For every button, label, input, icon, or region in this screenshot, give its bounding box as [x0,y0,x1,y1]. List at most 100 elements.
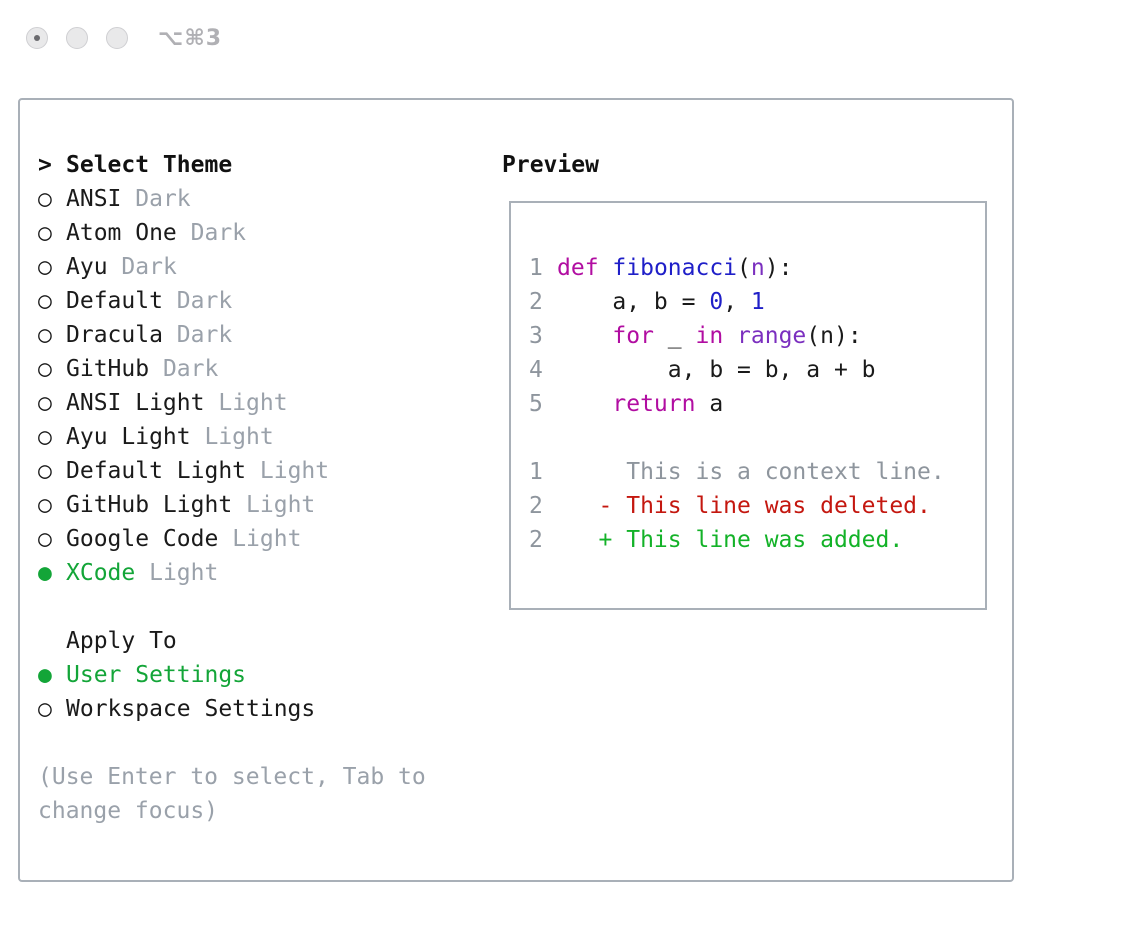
code-token: for [612,323,654,349]
code-token [723,323,737,349]
radio-selected-icon: ● [38,560,52,586]
code-token: (n): [806,323,862,349]
window-minimize-button[interactable] [66,27,88,49]
code-token [557,391,612,417]
code-token: n [750,255,765,281]
code-line: 3 for _ in range(n): [529,319,862,353]
diff-line-text: + This line was added. [557,527,904,553]
select-theme-heading-label: Select Theme [66,152,233,178]
code-line-number: 2 [529,289,543,315]
code-token: fibonacci [612,255,738,281]
theme-option[interactable]: ○ Default Dark [38,284,232,318]
code-line: 1 def fibonacci(n): [529,251,792,285]
code-token: a, b = b, a + b [557,357,876,383]
radio-unselected-icon: ○ [38,492,52,518]
theme-option[interactable]: ○ Default Light Light [38,454,329,488]
theme-option[interactable]: ○Atom One Dark [38,216,246,250]
diff-line-del: 2 - This line was deleted. [529,489,931,523]
apply-to-option[interactable]: ● User Settings [38,658,246,692]
code-token: in [695,323,724,349]
diff-line-text: - This line was deleted. [557,493,931,519]
radio-unselected-icon: ○ [38,288,52,314]
preview-title: Preview [502,152,599,178]
theme-option[interactable]: ● XCode Light [38,556,218,590]
theme-option-variant: Dark [135,186,191,212]
diff-line-number: 2 [529,493,543,519]
theme-option-name: Dracula [66,322,163,348]
theme-option-name: XCode [66,560,136,586]
code-token: , [723,289,751,315]
theme-option-name: GitHub Light [66,492,233,518]
code-token: ( [737,255,751,281]
theme-option-variant: Dark [190,220,247,246]
theme-option-name: Default [66,288,163,314]
select-theme-heading: > Select Theme [38,148,232,182]
theme-option[interactable]: ○ Ayu Dark [38,250,177,284]
theme-option[interactable]: ○ Dracula Dark [38,318,232,352]
radio-unselected-icon: ○ [38,254,52,280]
code-token [557,323,612,349]
theme-option-name: Ayu [66,254,108,280]
radio-unselected-icon: ○ [38,390,52,416]
theme-option-name: Google Code [66,526,219,552]
theme-option-variant: Light [246,492,316,518]
theme-option-name: GitHub [66,356,150,382]
diff-line-text: This is a context line. [557,459,945,485]
diff-line-number: 1 [529,459,543,485]
theme-option[interactable]: ○ Ayu Light Light [38,420,274,454]
theme-option[interactable]: ○ GitHub Dark [38,352,218,386]
radio-unselected-icon: ○ [38,458,52,484]
code-line-number: 1 [529,255,543,281]
radio-unselected-icon: ○ [38,424,52,450]
diff-line-number: 2 [529,527,543,553]
theme-dialog: >Select Theme ○ANSI Dark○Atom One Dark○A… [18,98,1014,882]
code-token: _ [653,323,696,349]
theme-option-variant: Dark [121,254,177,280]
theme-option-name: ANSI [66,186,122,212]
window-shortcut-label: ⌥⌘3 [158,25,223,51]
focus-caret-icon: > [38,152,52,178]
close-dot-icon [34,35,40,41]
theme-option[interactable]: ○ANSI Dark [38,182,191,216]
theme-option-variant: Dark [176,288,233,314]
theme-option[interactable]: ○ GitHub Light Light [38,488,315,522]
theme-option-name: ANSI Light [66,390,205,416]
diff-line-add: 2 + This line was added. [529,523,903,557]
code-line: 2 a, b = 0, 1 [529,285,765,319]
apply-to-option-label: User Settings [66,662,247,688]
radio-unselected-icon: ○ [38,696,52,722]
code-token: ): [764,255,793,281]
code-line-number: 5 [529,391,543,417]
radio-unselected-icon: ○ [38,526,52,552]
theme-option[interactable]: ○ Google Code Light [38,522,301,556]
theme-option-variant: Light [259,458,330,484]
theme-option[interactable]: ○ ANSI Light Light [38,386,288,420]
code-token: a, b = [557,289,710,315]
apply-to-heading: Apply To [38,624,177,658]
theme-option-variant: Dark [176,322,233,348]
theme-option-variant: Light [149,560,219,586]
window-zoom-button[interactable] [106,27,128,49]
apply-to-option-label: Workspace Settings [66,696,316,722]
code-token: 1 [750,289,765,315]
theme-option-variant: Light [218,390,288,416]
radio-selected-icon: ● [38,662,52,688]
apply-to-option[interactable]: ○ Workspace Settings [38,692,315,726]
theme-option-variant: Light [204,424,274,450]
theme-option-variant: Light [232,526,302,552]
theme-option-variant: Dark [162,356,219,382]
diff-line-ctx: 1 This is a context line. [529,455,945,489]
radio-unselected-icon: ○ [38,322,52,348]
code-token: def [557,255,599,281]
theme-option-name: Ayu Light [66,424,191,450]
theme-option-name: Atom One [66,220,177,246]
window-close-button[interactable] [26,27,48,49]
window-titlebar: ⌥⌘3 [26,24,222,52]
theme-option-name: Default Light [66,458,247,484]
code-token [599,255,613,281]
radio-unselected-icon: ○ [38,356,52,382]
code-line: 5 return a [529,387,723,421]
code-token: 0 [709,289,724,315]
help-hint-line-2: change focus) [38,798,219,824]
